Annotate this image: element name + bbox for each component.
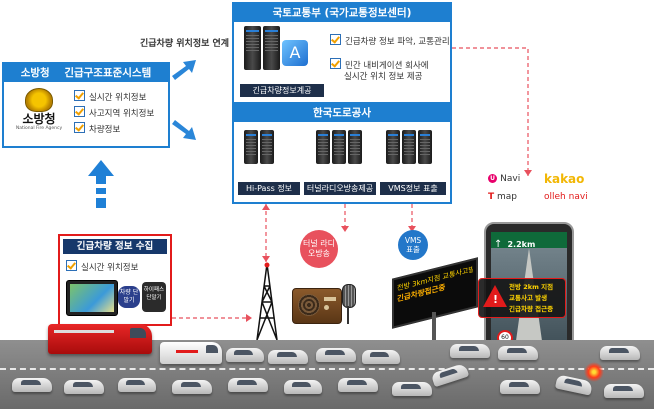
molit-item: 민간 내비게이션 회사에 실시간 위치 정보 제공: [330, 58, 429, 83]
fire-logo-text: 소방청: [22, 112, 56, 126]
molit-server-label: 긴급차량정보계공: [240, 84, 324, 97]
fire-truck: [48, 324, 152, 354]
ex-box: 한국도로공사 Hi-Pass 정보 터널라디오방송제공 VMS정보 표출: [232, 104, 452, 204]
check-icon: [330, 58, 341, 69]
microphone-stand: [347, 306, 349, 324]
fire-box: 소방청 긴급구조표준시스템 소방청 National Fire Agency 실…: [2, 62, 170, 148]
collect-title: 긴급차량 정보 수집: [63, 239, 167, 254]
car: [118, 378, 156, 392]
car: [172, 380, 212, 394]
broadcast-tower-icon: [256, 262, 278, 341]
fire-item: 차량정보: [74, 122, 120, 137]
server-icon: [402, 130, 416, 164]
u-navi-icon: U: [488, 174, 497, 183]
molit-server: A: [244, 26, 320, 86]
nav-brand-olleh: olleh navi: [544, 192, 588, 202]
radio-bubble: 터널 라디오방송: [300, 230, 338, 268]
ex-server-2: [316, 130, 364, 168]
arrow-up: [88, 160, 114, 208]
ambulance: [160, 342, 222, 364]
car: [226, 348, 264, 362]
microphone-icon: [342, 284, 356, 308]
warning-icon: [483, 285, 507, 307]
fire-emblem-icon: [25, 88, 53, 112]
car: [604, 384, 644, 398]
hipass-device-icon: 하이패스 단말기: [142, 282, 166, 312]
nav-alert-text: 전방 2km 지점 교통사고 발생 긴급차량 접근중: [509, 283, 554, 313]
navigation-device-icon: [66, 280, 118, 316]
crash-icon: [584, 362, 604, 382]
server-icon: [386, 130, 400, 164]
ex-server-1: [244, 130, 276, 168]
car: [228, 378, 268, 392]
check-icon: [330, 34, 341, 45]
molit-item: 긴급차량 정보 파악, 교통관리: [330, 34, 450, 49]
ex-server-3: [386, 130, 434, 168]
server-icon: [332, 130, 346, 164]
vms-bubble: VMS 표출: [398, 230, 428, 260]
nav-distance: 2.2km: [507, 240, 536, 249]
fire-logo-sub: National Fire Agency: [15, 126, 63, 131]
car: [498, 346, 538, 360]
ex-title: 한국도로공사: [234, 104, 450, 122]
fire-item: 실시간 위치정보: [74, 90, 146, 105]
server-icon: [244, 26, 261, 70]
server-icon: [244, 130, 258, 164]
ex-label-hipass: Hi-Pass 정보: [238, 182, 300, 195]
car: [268, 350, 308, 364]
car: [362, 350, 400, 364]
collect-box: 긴급차량 정보 수집 실시간 위치정보 차량 단말기 하이패스 단말기: [58, 234, 172, 326]
car: [64, 380, 104, 394]
fire-item: 사고지역 위치정보: [74, 106, 154, 121]
molit-box: 국토교통부 (국가교통정보센터) A 긴급차량정보계공 긴급차량 정보 파악, …: [232, 2, 452, 104]
car: [500, 380, 540, 394]
nav-brand-tmap-navi: U Navi: [488, 174, 520, 184]
arrow-down-right: [172, 120, 196, 140]
lane-divider: [0, 368, 654, 370]
radio-icon: [292, 288, 342, 324]
fire-title: 소방청 긴급구조표준시스템: [4, 64, 168, 82]
car: [392, 382, 432, 396]
device-label-1: 차량 단말기: [118, 286, 140, 308]
car: [450, 344, 490, 358]
t-map-icon: T: [488, 192, 495, 202]
car: [12, 378, 52, 392]
nav-alert-popup: ! 전방 2km 지점 교통사고 발생 긴급차량 접근중: [478, 278, 566, 318]
car: [600, 346, 640, 360]
ex-label-vms: VMS정보 표출: [380, 182, 446, 195]
arrow-up-right: [172, 60, 196, 80]
link-label: 긴급차량 위치정보 연계: [140, 39, 230, 49]
check-icon: [74, 122, 85, 133]
ex-label-radio: 터널라디오방송제공: [304, 182, 376, 195]
check-icon: [74, 90, 85, 101]
nav-brand-map: T map: [488, 192, 518, 202]
server-icon: [348, 130, 362, 164]
car: [316, 348, 356, 362]
car: [284, 380, 322, 394]
vms-pole: [432, 312, 436, 342]
server-icon: [316, 130, 330, 164]
check-icon: [74, 106, 85, 117]
device-label-2: 하이패스 단말기: [143, 287, 165, 301]
nav-top-bar: ↑ 2.2km: [491, 232, 567, 250]
collect-item: 실시간 위치정보: [66, 260, 138, 275]
nav-brand-kakao: kakao: [544, 172, 585, 186]
server-icon: [263, 26, 280, 70]
smartphone: ↑ 2.2km 60: [484, 222, 574, 362]
car: [338, 378, 378, 392]
molit-title: 국토교통부 (국가교통정보센터): [234, 4, 450, 22]
app-store-icon: A: [282, 40, 308, 66]
server-icon: [418, 130, 432, 164]
turn-arrow-icon: ↑: [494, 239, 503, 250]
check-icon: [66, 260, 77, 271]
server-icon: [260, 130, 274, 164]
fire-logo: 소방청 National Fire Agency: [10, 88, 68, 142]
